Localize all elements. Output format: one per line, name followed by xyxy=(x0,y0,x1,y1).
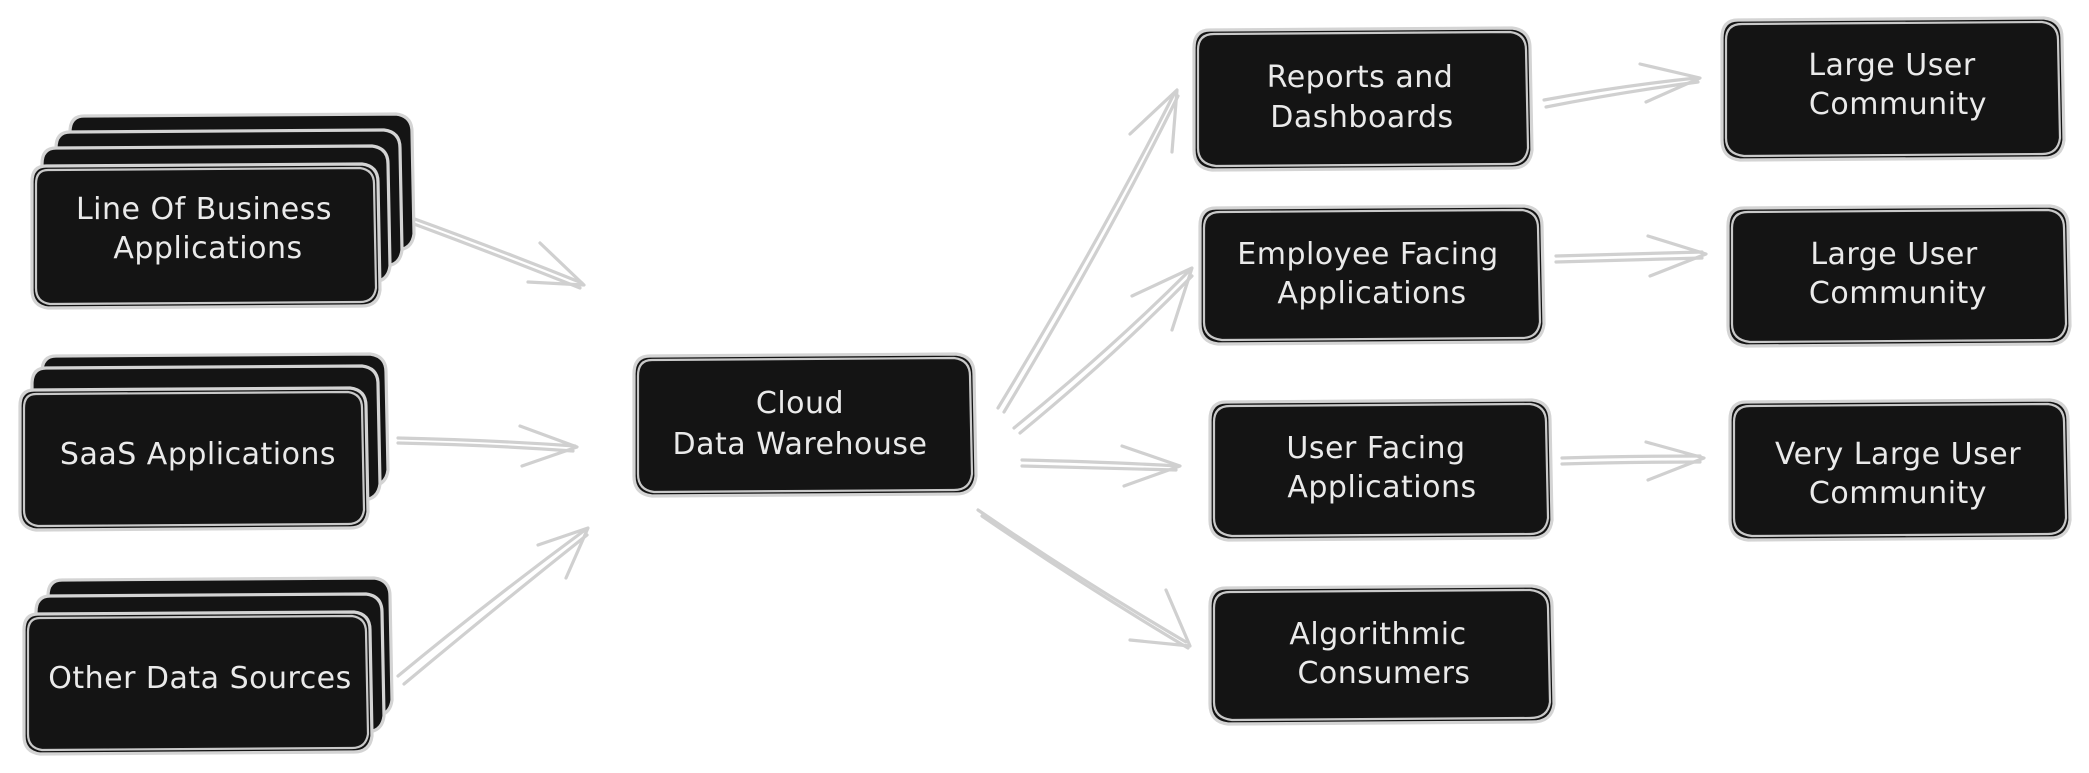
consumer-user-facing: User Facing Applications xyxy=(1208,398,1554,542)
consumer-label-line-1: Algorithmic xyxy=(1289,617,1466,652)
consumer-reports-dashboards: Reports and Dashboards xyxy=(1192,26,1534,172)
cloud-data-warehouse: Cloud Data Warehouse xyxy=(632,352,978,498)
arrow-saas-to-warehouse xyxy=(396,424,579,468)
arrow-warehouse-to-reports xyxy=(996,88,1180,414)
arrows xyxy=(396,62,1708,686)
source-label: Other Data Sources xyxy=(48,661,352,696)
community-label-line-2: Community xyxy=(1809,87,1987,122)
arrow-userfacing-to-community3 xyxy=(1560,440,1706,482)
arrow-warehouse-to-algorithmic xyxy=(976,508,1192,650)
consumer-label-line-1: User Facing xyxy=(1286,431,1465,466)
arrow-lob-to-warehouse xyxy=(410,216,586,290)
source-other-data-sources: Other Data Sources xyxy=(22,576,394,756)
arrow-warehouse-to-employee xyxy=(1012,266,1194,435)
community-label-line-1: Large User xyxy=(1808,48,1975,83)
consumer-label-line-1: Employee Facing xyxy=(1237,237,1498,272)
hub-label-line-1: Cloud xyxy=(756,386,844,421)
source-saas-applications: SaaS Applications xyxy=(18,352,390,532)
community-label-line-2: Community xyxy=(1809,276,1987,311)
consumer-algorithmic: Algorithmic Consumers xyxy=(1208,584,1556,726)
community-1: Large User Community xyxy=(1720,16,2066,162)
consumer-label-line-2: Consumers xyxy=(1297,656,1470,691)
community-label-line-1: Very Large User xyxy=(1775,437,2021,472)
source-label-line-1: Line Of Business xyxy=(76,192,332,227)
consumer-label-line-2: Applications xyxy=(1277,276,1466,311)
community-label-line-2: Community xyxy=(1809,476,1987,511)
arrow-employee-to-community2 xyxy=(1554,234,1708,278)
consumer-label-line-2: Applications xyxy=(1287,470,1476,505)
community-label-line-1: Large User xyxy=(1810,237,1977,272)
consumer-label-line-1: Reports and xyxy=(1267,60,1454,95)
arrow-warehouse-to-userfacing xyxy=(1020,444,1182,488)
arrow-reports-to-community1 xyxy=(1542,62,1702,109)
community-2: Large User Community xyxy=(1726,204,2072,348)
community-3: Very Large User Community xyxy=(1728,398,2072,542)
source-label-line-2: Applications xyxy=(113,231,302,266)
consumer-label-line-2: Dashboards xyxy=(1270,100,1453,135)
source-label: SaaS Applications xyxy=(60,437,336,472)
source-line-of-business: Line Of Business Applications xyxy=(30,112,416,310)
arrow-other-to-warehouse xyxy=(396,526,590,686)
consumer-employee-facing: Employee Facing Applications xyxy=(1198,204,1546,346)
hub-label-line-2: Data Warehouse xyxy=(673,427,928,462)
